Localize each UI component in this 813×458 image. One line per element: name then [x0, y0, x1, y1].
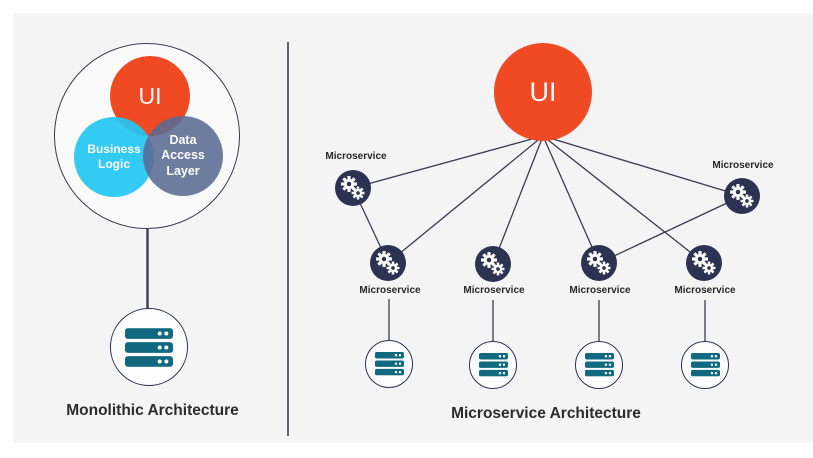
ms-node-1	[370, 245, 406, 281]
edge-ui-to-ms-3	[542, 135, 600, 264]
edge-ui-to-ms-4	[542, 135, 705, 264]
data-access-label: Data Access Layer	[161, 132, 205, 178]
ms-top-left-label: Microservice	[325, 151, 387, 162]
monolith-business-logic-circle: Business Logic	[74, 117, 154, 197]
ms-top-right-label: Microservice	[712, 160, 774, 171]
gears-icon	[692, 251, 716, 275]
edge-ui-to-ms-1	[387, 135, 544, 264]
ms-database-2	[469, 341, 517, 389]
microservice-ui-circle: UI	[494, 43, 592, 141]
monolith-ui-label: UI	[138, 82, 162, 109]
ms-top-right-node	[724, 178, 760, 214]
ms-node-3	[581, 245, 617, 281]
ms-label-1: Microservice	[359, 285, 421, 296]
microservice-caption: Microservice Architecture	[451, 405, 641, 422]
ms-database-4	[681, 341, 729, 389]
edge-ui-to-ms-top-left	[352, 135, 544, 189]
ms-label-4: Microservice	[674, 285, 736, 296]
edge-ui-to-ms-2	[492, 135, 544, 265]
database-icon	[375, 352, 404, 375]
gears-icon	[730, 184, 754, 208]
ms-label-3: Microservice	[569, 285, 631, 296]
database-icon	[585, 353, 614, 376]
ms-database-1	[365, 340, 413, 388]
edge-ms-top-right-to-ms-3	[598, 195, 743, 264]
database-icon	[125, 328, 173, 367]
gears-icon	[587, 251, 611, 275]
database-icon	[479, 353, 508, 376]
edge-ui-to-ms-top-right	[542, 135, 743, 197]
ms-top-left-node	[335, 170, 371, 206]
ms-label-2: Microservice	[463, 285, 525, 296]
gears-icon	[481, 252, 505, 276]
database-icon	[691, 353, 720, 376]
ms-node-4	[686, 245, 722, 281]
microservice-ui-label: UI	[529, 76, 557, 107]
monolith-data-access-circle: Data Access Layer	[143, 116, 223, 196]
gears-icon	[376, 251, 400, 275]
ms-node-2	[475, 246, 511, 282]
business-logic-label: Business Logic	[87, 142, 141, 171]
monolith-database-node	[110, 308, 188, 386]
monolithic-caption: Monolithic Architecture	[66, 402, 239, 419]
ms-database-3	[575, 341, 623, 389]
gears-icon	[341, 176, 365, 200]
